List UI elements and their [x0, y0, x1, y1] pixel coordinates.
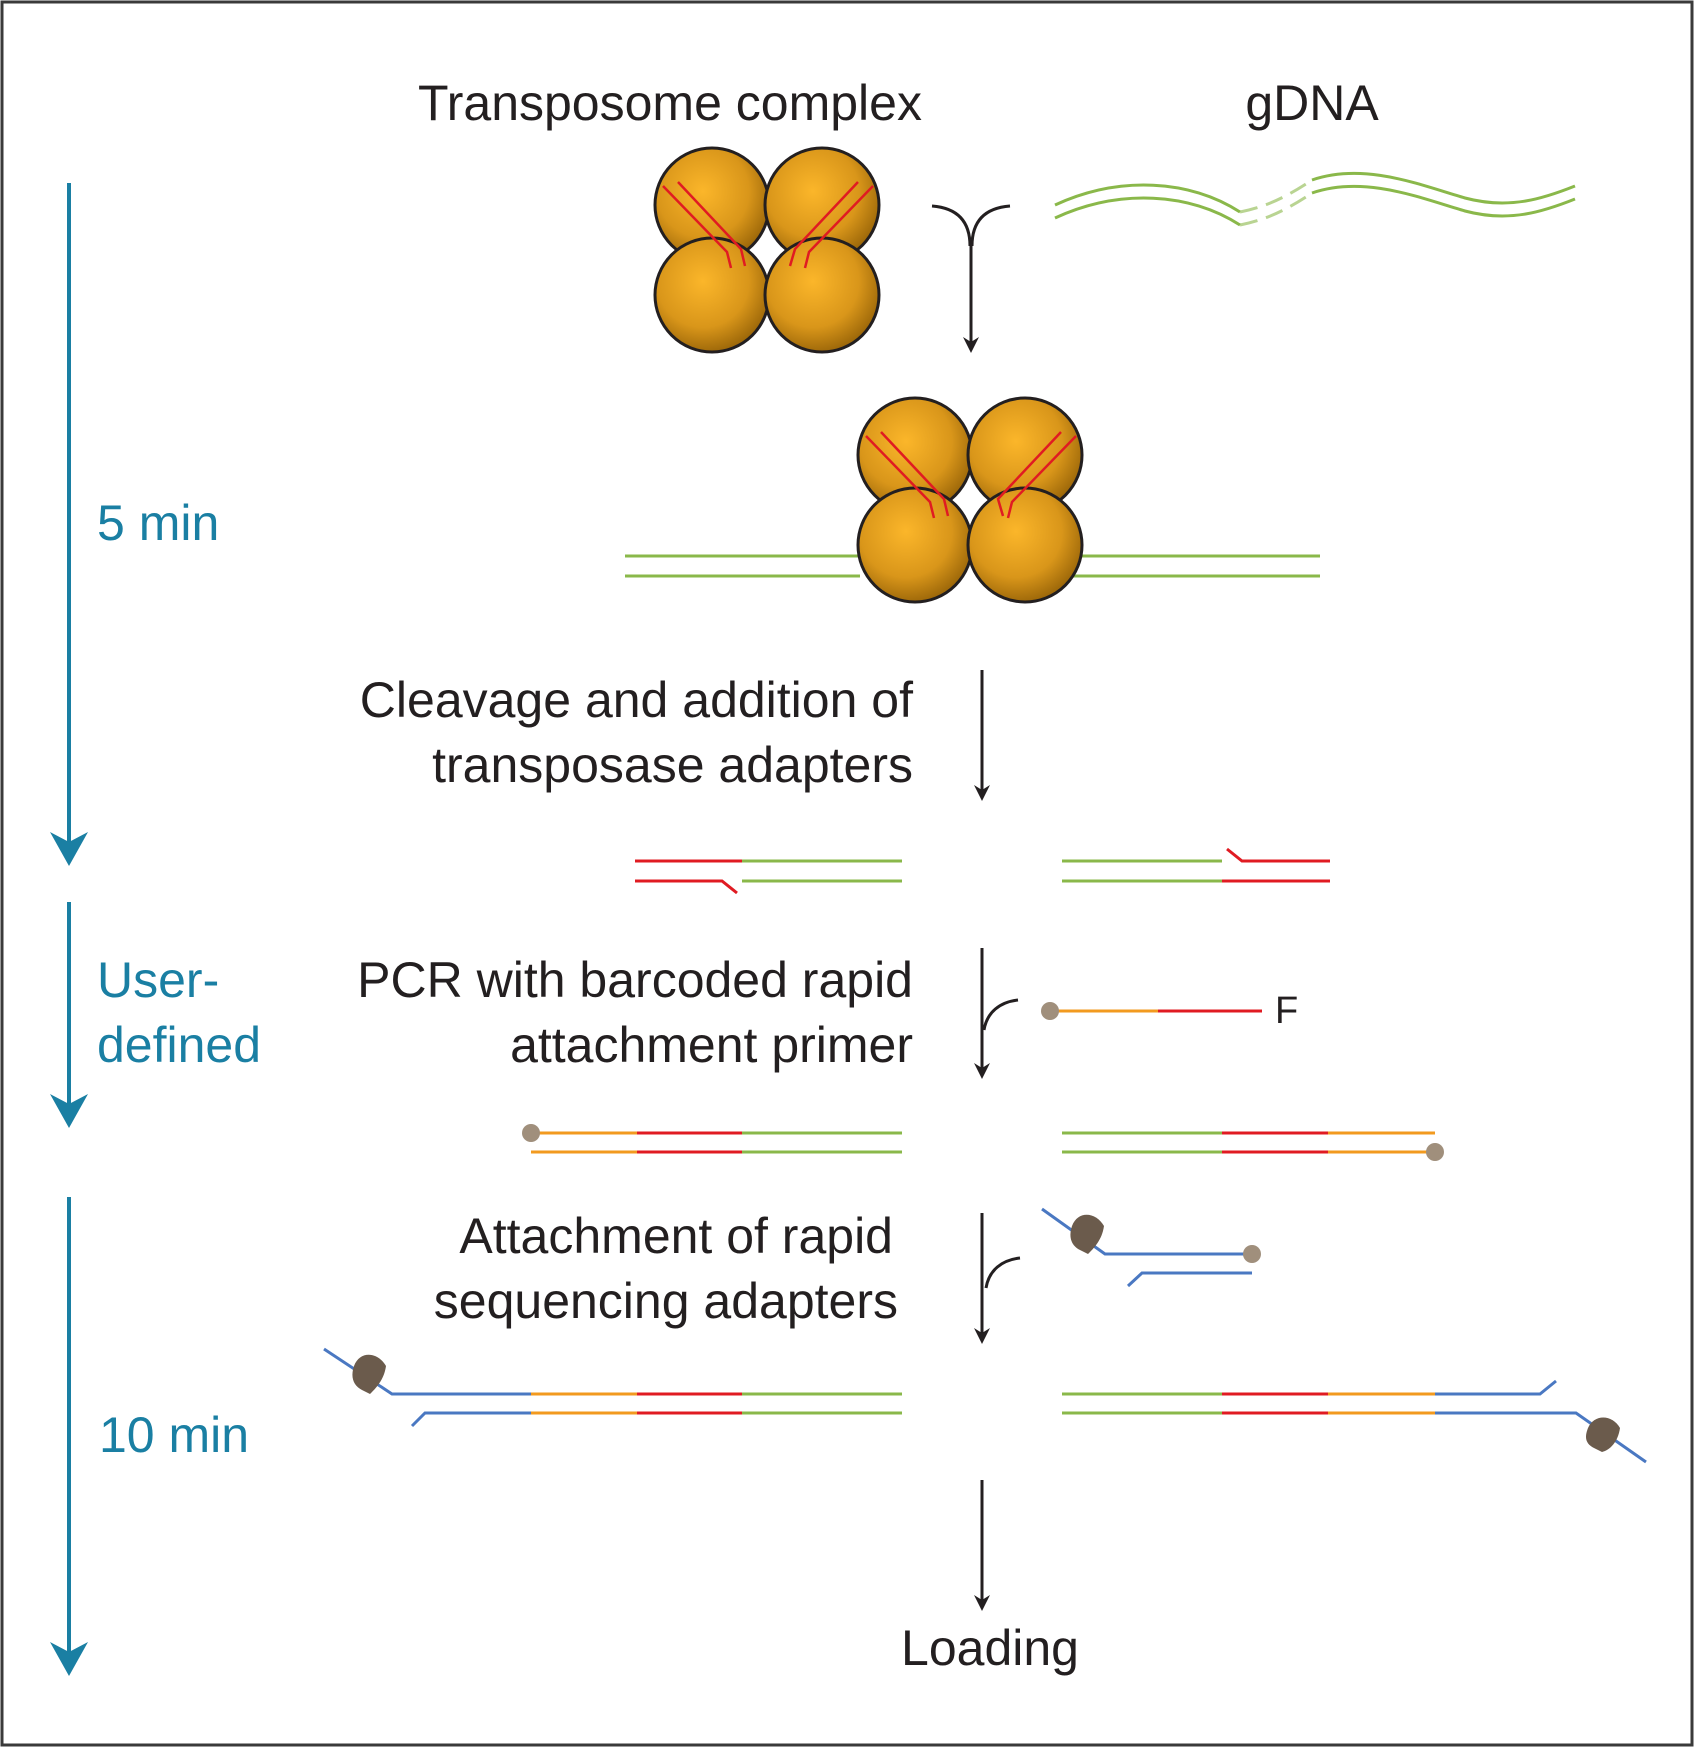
merge-arrow	[931, 204, 1011, 353]
timeline-arrowhead	[50, 1642, 88, 1676]
tether-bead	[522, 1124, 540, 1142]
step1-label-line2: transposase adapters	[432, 737, 913, 793]
tether-bead	[1243, 1245, 1261, 1263]
barcoded-primer	[1041, 1002, 1262, 1020]
transposome-complex	[653, 146, 881, 354]
step1-label-line1: Cleavage and addition of	[360, 672, 913, 728]
rapid-sequencing-adapter	[1041, 1207, 1261, 1288]
timeline-label-user-defined-line1: User-	[97, 952, 219, 1008]
step3-label-line1: Attachment of rapid	[459, 1208, 893, 1264]
step2-label-line2: attachment primer	[510, 1017, 913, 1073]
gdna-strand	[1054, 171, 1576, 227]
motor-protein-icon	[1070, 1214, 1104, 1254]
timeline	[50, 183, 88, 1676]
barcoded-amplicon	[522, 1124, 1444, 1161]
transposome-complex-label: Transposome complex	[418, 75, 922, 131]
tether-bead	[1426, 1143, 1444, 1161]
final-library	[323, 1347, 1647, 1464]
tether-bead	[1041, 1002, 1059, 1020]
motor-protein-icon	[1586, 1417, 1620, 1452]
loading-label: Loading	[901, 1620, 1079, 1676]
gdna-label: gDNA	[1245, 75, 1379, 131]
timeline-segment-5min	[50, 183, 88, 866]
step3-arrow	[974, 1213, 1021, 1344]
step2-label-line1: PCR with barcoded rapid	[357, 952, 913, 1008]
primer-tag-label: F	[1275, 990, 1298, 1032]
tagmented-fragment	[635, 847, 1330, 895]
timeline-label-5min: 5 min	[97, 495, 219, 551]
step2-arrow	[974, 948, 1019, 1079]
bound-transposome-complex	[856, 396, 1084, 604]
bound-complex-dna	[565, 554, 1385, 578]
motor-protein-icon	[352, 1354, 386, 1394]
timeline-arrowhead	[50, 832, 88, 866]
step3-label-line2: sequencing adapters	[434, 1273, 898, 1329]
timeline-arrowhead	[50, 1094, 88, 1128]
timeline-label-10min: 10 min	[99, 1407, 249, 1463]
timeline-segment-user-defined	[50, 902, 88, 1128]
timeline-segment-10min	[50, 1197, 88, 1676]
transposase-adapter-lines	[662, 181, 874, 269]
timeline-label-user-defined-line2: defined	[97, 1017, 261, 1073]
